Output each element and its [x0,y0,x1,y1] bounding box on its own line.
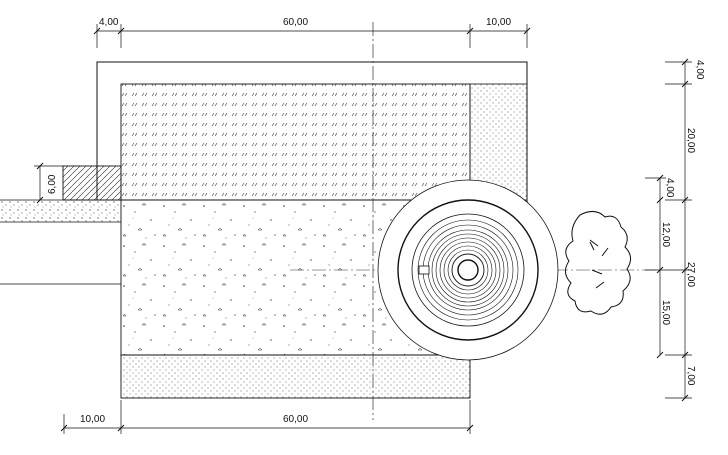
dimension-left: 6,00 [34,162,63,204]
dim-left-step: 6,00 [47,174,58,194]
dim-right-5: 27,00 [685,262,696,287]
dim-top-right: 10,00 [486,17,511,28]
round-basin [377,179,559,361]
dotted-band-bottom [120,354,471,399]
dim-right-4: 12,00 [660,222,671,247]
dim-right-7: 7,00 [685,366,696,386]
dimension-right: 4,00 20,00 4,00 12,00 27,00 15,00 7,00 [645,58,705,402]
planting-area [120,83,471,201]
wooden-step [62,165,122,201]
dim-bottom-center: 60,00 [283,414,308,425]
shrub-symbol [565,211,631,315]
ground-strip [0,199,121,285]
dim-right-2: 20,00 [685,128,696,153]
dim-right-3: 4,00 [664,178,675,198]
dimension-bottom: 10,00 60,00 [60,400,474,434]
dimension-top: 4,00 60,00 10,00 [93,17,531,48]
dim-bottom-left: 10,00 [80,414,105,425]
dim-top-center: 60,00 [283,17,308,28]
dim-right-1: 4,00 [694,60,705,80]
dim-top-left: 4,00 [99,17,119,28]
dim-right-6: 15,00 [660,300,671,325]
